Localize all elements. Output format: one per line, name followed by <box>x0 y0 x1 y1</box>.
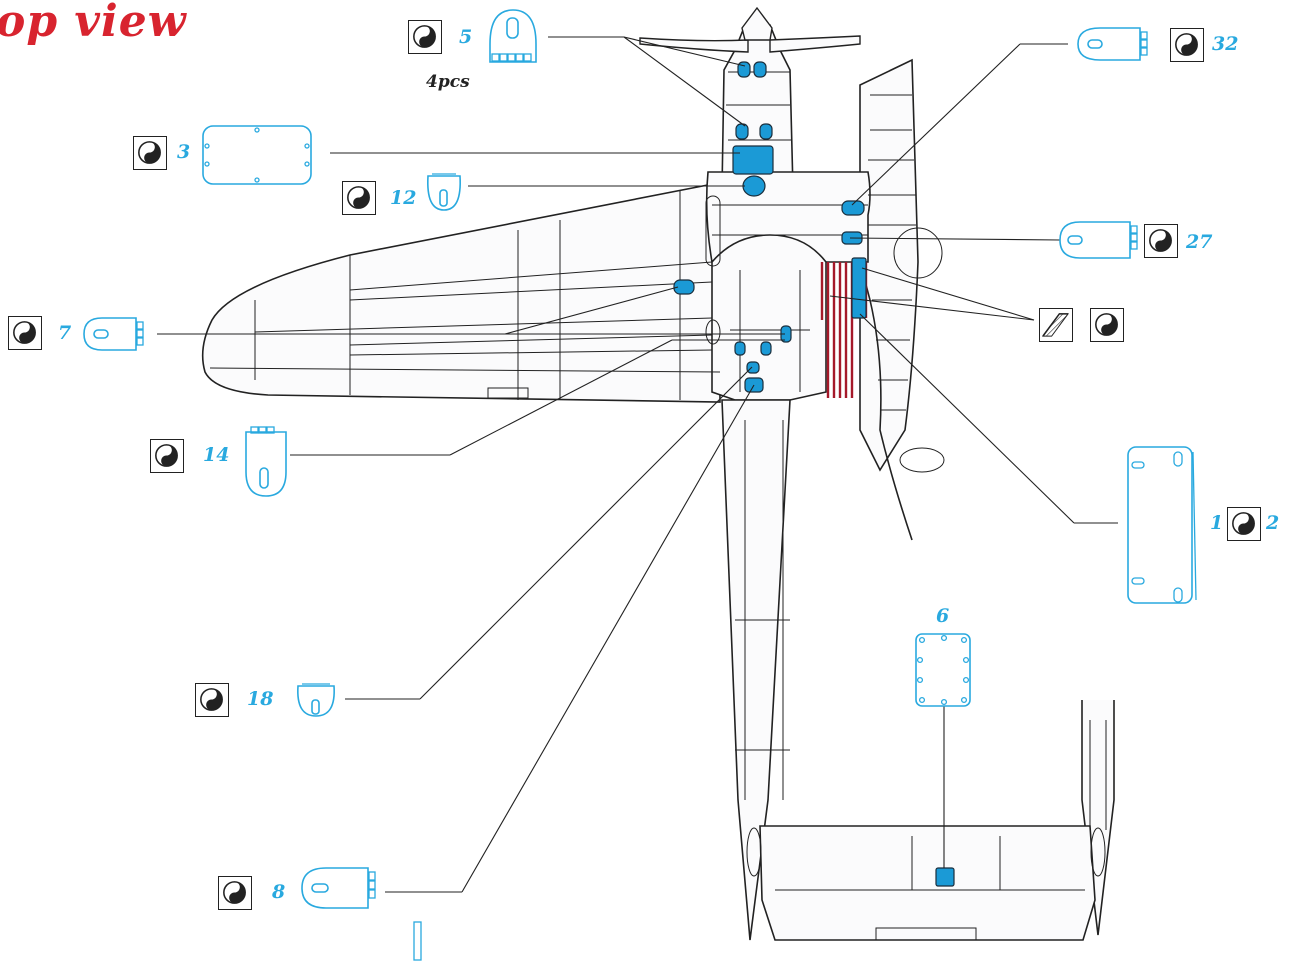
part-drawings <box>83 9 1193 909</box>
yin-yang-icon <box>408 20 442 54</box>
yin-yang-icon <box>1090 308 1124 342</box>
leader-lines <box>157 36 1118 893</box>
part-32-drawing <box>1077 27 1141 61</box>
yin-yang-icon <box>133 136 167 170</box>
decal-sheet-icon <box>1039 308 1073 342</box>
right-wing-stub <box>859 58 919 472</box>
part-27-drawing <box>1059 221 1131 259</box>
yin-yang-icon <box>1227 507 1261 541</box>
yin-yang-icon <box>218 876 252 910</box>
panel-lines <box>209 71 1107 941</box>
yin-yang-icon <box>342 181 376 215</box>
installed-parts <box>673 61 955 887</box>
part-6-drawing <box>915 633 971 707</box>
callout-5: 5 <box>459 26 473 48</box>
callout-7: 7 <box>58 322 72 344</box>
part-14-drawing <box>245 431 287 497</box>
part-1-2-drawing <box>1127 446 1193 604</box>
tailplane <box>759 825 1096 941</box>
callout-8: 8 <box>272 881 286 903</box>
part-7-drawing <box>83 317 137 351</box>
yin-yang-icon <box>1144 224 1178 258</box>
yin-yang-icon <box>150 439 184 473</box>
callout-1: 1 <box>1210 512 1224 534</box>
callout-3: 3 <box>177 141 191 163</box>
callout-2: 2 <box>1266 512 1280 534</box>
callout-12: 12 <box>390 187 417 209</box>
page-title: op view <box>0 0 187 47</box>
part-3-drawing <box>202 125 312 185</box>
callout-27: 27 <box>1186 231 1213 253</box>
callout-6: 6 <box>936 605 950 627</box>
propeller <box>639 6 861 53</box>
crew-nacelle <box>711 234 827 401</box>
left-wing <box>201 182 721 403</box>
callout-14: 14 <box>203 444 230 466</box>
part-details <box>136 31 1197 961</box>
part-8-drawing <box>301 867 369 909</box>
right-inner-panel <box>859 261 913 541</box>
callout-32: 32 <box>1212 33 1239 55</box>
callout-18: 18 <box>247 688 274 710</box>
yin-yang-icon <box>1170 28 1204 62</box>
callout-5-quantity: 4pcs <box>426 72 470 92</box>
aircraft-outline <box>201 24 1115 941</box>
yin-yang-icon <box>195 683 229 717</box>
yin-yang-icon <box>8 316 42 350</box>
